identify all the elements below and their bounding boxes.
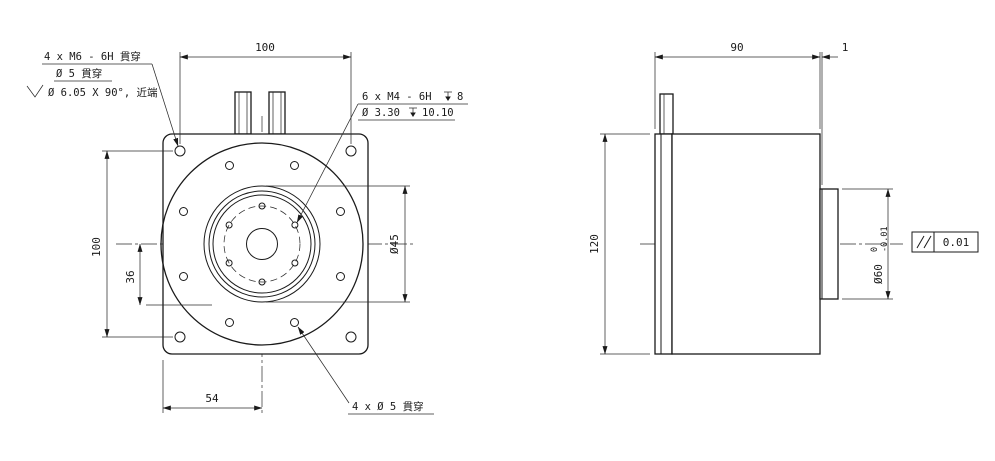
corner-hole xyxy=(345,145,357,157)
corner-hole xyxy=(174,145,186,157)
callout-bolt-circle: 6 x M4 - 6H 8 Ø 3.30 10.10 xyxy=(296,91,468,223)
flange-hole xyxy=(225,318,234,327)
dim-hole-offset: 36 xyxy=(124,243,212,306)
fcf-value-text: 0.01 xyxy=(943,236,970,249)
flange-hole xyxy=(179,207,188,216)
dim-left-height-text: 100 xyxy=(90,237,103,257)
flange-hole xyxy=(290,318,299,327)
dim-body-length: 90 xyxy=(654,41,821,129)
dim-shaft-diameter: Ø60 0 -0.01 xyxy=(842,188,893,300)
leader-line xyxy=(296,103,359,223)
dim-shaft-upper-dev: 0 xyxy=(870,247,880,252)
corner-holes xyxy=(174,145,357,343)
dim-shaft-lower-dev: -0.01 xyxy=(880,226,890,252)
callout-line1-depth: 8 xyxy=(457,91,463,103)
dim-bolt-circle-text: Ø45 xyxy=(388,234,401,254)
bolt-hole xyxy=(225,259,233,267)
callout-line1: 4 x Ø 5 貫穿 xyxy=(352,400,424,413)
dim-body-length-text: 90 xyxy=(730,41,743,54)
callout-line2-depth: 10.10 xyxy=(422,107,454,119)
connector-pins xyxy=(234,91,286,135)
connector-pin xyxy=(268,91,286,135)
flange-holes xyxy=(179,161,345,327)
dim-shaft-text-group: Ø60 0 -0.01 xyxy=(870,226,890,284)
pilot-circle-inner xyxy=(212,194,312,294)
shaft-boss-outline xyxy=(819,188,839,300)
parallelism-icon xyxy=(916,235,932,249)
flange-hole xyxy=(336,272,345,281)
fcf-box xyxy=(911,231,979,253)
bolt-circle-dashed xyxy=(223,205,301,283)
dim-height-text: 120 xyxy=(588,234,601,254)
dim-bottom-offset-text: 54 xyxy=(205,392,219,405)
dim-hole-offset-text: 36 xyxy=(124,270,137,283)
corner-hole xyxy=(345,331,357,343)
front-plate-outline xyxy=(654,133,673,355)
mounting-plate-outline xyxy=(162,133,369,355)
bolt-hole xyxy=(258,202,266,210)
bolt-hole xyxy=(291,259,299,267)
callout-line1: 6 x M4 - 6H xyxy=(362,91,432,103)
bolt-holes xyxy=(225,202,299,286)
flange-hole xyxy=(225,161,234,170)
countersink-icon xyxy=(26,84,44,98)
pilot-circle-mid xyxy=(208,190,316,298)
dim-bottom-offset: 54 xyxy=(162,360,263,413)
dim-left-height: 100 xyxy=(90,150,173,338)
dim-bolt-circle: Ø45 xyxy=(266,185,410,303)
callout-line1: 4 x M6 - 6H 貫穿 xyxy=(44,50,141,63)
dim-top-width: 100 xyxy=(179,41,352,144)
depth-icon xyxy=(409,107,417,117)
pilot-circle-outer xyxy=(203,185,321,303)
depth-icon xyxy=(444,91,452,101)
flange-hole xyxy=(336,207,345,216)
connector-pin xyxy=(659,93,674,135)
bolt-hole xyxy=(291,221,299,229)
callout-line2: Ø 3.30 xyxy=(362,107,400,119)
motor-body-outline xyxy=(671,133,821,355)
bolt-hole xyxy=(225,221,233,229)
shaft-hole xyxy=(246,228,278,260)
flange-hole xyxy=(179,272,188,281)
bolt-hole xyxy=(258,278,266,286)
callout-corner-tapped: 4 x M6 - 6H 貫穿 Ø 5 貫穿 Ø 6.05 X 90°, 近端 xyxy=(26,50,179,147)
dim-shaft-text: Ø60 xyxy=(872,264,885,284)
feature-control-frame: 0.01 xyxy=(911,231,979,253)
callout-line2: Ø 5 貫穿 xyxy=(56,67,102,80)
leader-line xyxy=(297,326,350,404)
corner-hole xyxy=(174,331,186,343)
front-view: 100 100 36 54 Ø45 4 xyxy=(26,41,468,416)
dim-height: 120 xyxy=(588,133,650,355)
connector-pin xyxy=(234,91,252,135)
dim-step: 1 xyxy=(821,41,849,185)
leader-line xyxy=(151,63,179,147)
callout-line3: Ø 6.05 X 90°, 近端 xyxy=(48,86,158,99)
side-view: 90 1 120 Ø60 0 -0.01 xyxy=(588,41,979,355)
motor-body-circle xyxy=(160,142,364,346)
dim-top-width-text: 100 xyxy=(255,41,275,54)
callout-through-holes: 4 x Ø 5 貫穿 xyxy=(297,326,434,415)
flange-hole xyxy=(290,161,299,170)
dim-step-text: 1 xyxy=(842,41,849,54)
